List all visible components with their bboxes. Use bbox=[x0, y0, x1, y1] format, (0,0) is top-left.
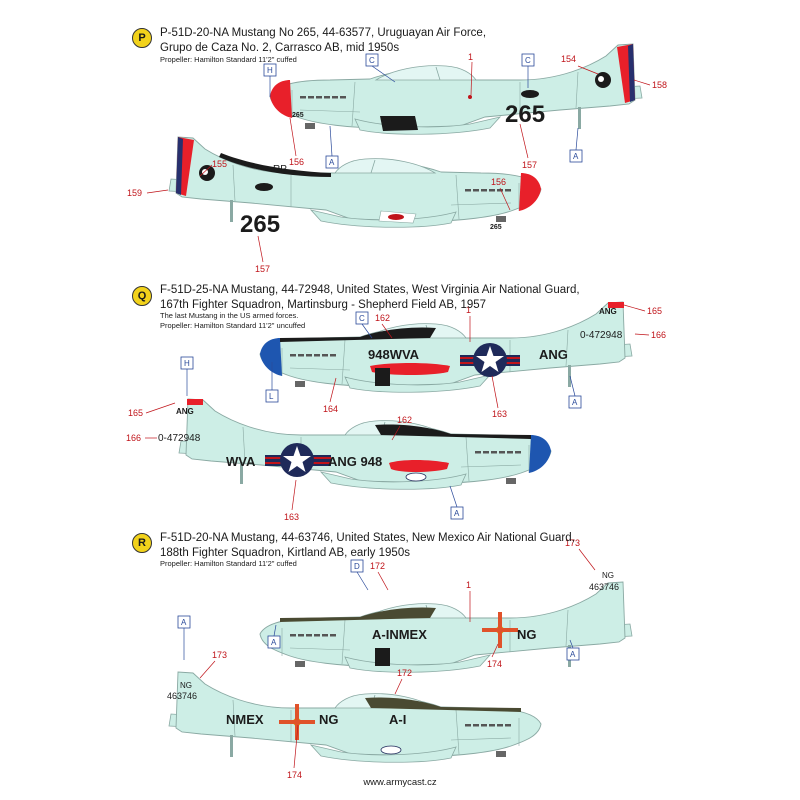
callout-r-174: 174 bbox=[487, 659, 502, 669]
profile-r-title-line1: F-51D-20-NA Mustang, 44-63746, United St… bbox=[160, 532, 575, 544]
callout-q-164: 164 bbox=[323, 404, 338, 414]
profile-r-top-zia bbox=[482, 612, 518, 648]
profile-q-top-tail-code: ANG bbox=[599, 307, 617, 316]
profile-q-top-serial: 0-472948 bbox=[580, 330, 623, 341]
box-p-a2: A bbox=[573, 152, 579, 161]
profile-q-note: The last Mustang in the US armed forces. bbox=[160, 311, 299, 320]
profile-r-sub: Propeller: Hamilton Standard 11'2" cuffe… bbox=[160, 559, 297, 569]
box-r-a2: A bbox=[570, 650, 576, 659]
profile-p-bottom-big-number-label: 265 bbox=[240, 211, 280, 238]
callout-q-165: 165 bbox=[647, 306, 662, 316]
callout-q-166b: 166 bbox=[126, 433, 141, 443]
callout-r-172b: 172 bbox=[397, 668, 412, 678]
profile-p-top-view: 265 265 bbox=[269, 43, 643, 135]
profile-q-top-view bbox=[259, 301, 633, 393]
profile-r-propeller: Propeller: Hamilton Standard 11'2" cuffe… bbox=[160, 559, 297, 568]
profile-q-title-line1: F-51D-25-NA Mustang, 44-72948, United St… bbox=[160, 284, 580, 296]
profile-r-badge: R bbox=[132, 533, 152, 553]
callout-r-172: 172 bbox=[370, 561, 385, 571]
callout-q-1: 1 bbox=[466, 305, 471, 315]
box-q-l: L bbox=[269, 392, 274, 401]
profile-p-top-small-number: 265 bbox=[292, 112, 304, 119]
profile-p-badge: P bbox=[132, 28, 152, 48]
box-p-a1: A bbox=[329, 158, 335, 167]
profile-p-propeller: Propeller: Hamilton Standard 11'2" cuffe… bbox=[160, 55, 297, 64]
callout-q-162b: 162 bbox=[397, 415, 412, 425]
profile-q-title-line2: 167th Fighter Squadron, Martinsburg - Sh… bbox=[160, 298, 487, 311]
profile-q-top-insignia bbox=[460, 343, 520, 377]
profile-q-top-rear-code: ANG bbox=[539, 347, 568, 362]
profile-q-sub: The last Mustang in the US armed forces.… bbox=[160, 311, 305, 331]
profile-q-bottom-code-right: ANG 948 bbox=[328, 454, 382, 469]
callout-q-163b: 163 bbox=[284, 512, 299, 522]
profile-q-bottom-tail-code: ANG bbox=[176, 407, 194, 416]
callout-q-165b: 165 bbox=[128, 408, 143, 418]
box-p-c2: C bbox=[525, 56, 531, 65]
box-q-a: A bbox=[572, 398, 578, 407]
profile-p-bottom-small-number: 265 bbox=[490, 224, 502, 231]
callout-p-1: 1 bbox=[468, 52, 473, 62]
profile-p-bottom-bump bbox=[255, 183, 273, 191]
callout-p-159: 159 bbox=[127, 188, 142, 198]
profile-r-title-line2: 188th Fighter Squadron, Kirtland AB, ear… bbox=[160, 546, 410, 559]
box-p-h: H bbox=[267, 66, 273, 75]
profile-p-bottom-fin-label: RP bbox=[273, 164, 287, 175]
profile-r-top-tail-code: NG bbox=[602, 571, 614, 580]
box-r-a-b: A bbox=[181, 618, 187, 627]
profile-p-title-line2: Grupo de Caza No. 2, Carrasco AB, mid 19… bbox=[160, 41, 400, 54]
callout-p-158: 158 bbox=[652, 80, 667, 90]
callout-r-173b: 173 bbox=[212, 650, 227, 660]
callout-q-163: 163 bbox=[492, 409, 507, 419]
footer-url: www.armycast.cz bbox=[363, 777, 437, 788]
profile-p-title: P-51D-20-NA Mustang No 265, 44-63577, Ur… bbox=[160, 26, 486, 55]
callout-p-157: 157 bbox=[522, 160, 537, 170]
profile-q-top-fuselage-code: 948WVA bbox=[368, 347, 420, 362]
callout-p-156b: 156 bbox=[491, 177, 506, 187]
profile-r-bottom-code-left: NMEX bbox=[226, 712, 264, 727]
box-r-a1: A bbox=[271, 638, 277, 647]
box-p-c1: C bbox=[369, 56, 375, 65]
profile-r-title: F-51D-20-NA Mustang, 44-63746, United St… bbox=[160, 531, 575, 560]
box-r-d: D bbox=[354, 562, 360, 571]
callout-p-155: 155 bbox=[212, 159, 227, 169]
callout-r-1: 1 bbox=[466, 580, 471, 590]
callout-q-166: 166 bbox=[651, 330, 666, 340]
profile-r-top-view bbox=[259, 581, 633, 673]
callout-p-154: 154 bbox=[561, 54, 576, 64]
profile-r-bottom-tail-code: NG bbox=[180, 681, 192, 690]
profile-p-sub: Propeller: Hamilton Standard 11'2" cuffe… bbox=[160, 55, 297, 65]
profile-r-top-serial: 463746 bbox=[589, 582, 619, 592]
profile-q-title: F-51D-25-NA Mustang, 44-72948, United St… bbox=[160, 283, 580, 312]
profile-p-top-big-number: 265 bbox=[505, 101, 545, 128]
callout-p-156: 156 bbox=[289, 157, 304, 167]
profile-q-badge: Q bbox=[132, 286, 152, 306]
callout-q-162: 162 bbox=[375, 313, 390, 323]
callout-p-157b: 157 bbox=[255, 264, 270, 274]
profile-q-bottom-serial: 0-472948 bbox=[158, 433, 201, 444]
profile-r-top-rear-code: NG bbox=[517, 627, 537, 642]
profile-q-propeller: Propeller: Hamilton Standard 11'2" uncuf… bbox=[160, 321, 306, 330]
callout-r-173: 173 bbox=[565, 538, 580, 548]
profile-q-bottom-view bbox=[178, 398, 552, 490]
box-q-a-b: A bbox=[454, 509, 460, 518]
callout-r-174b: 174 bbox=[287, 770, 302, 780]
profile-p-title-line1: P-51D-20-NA Mustang No 265, 44-63577, Ur… bbox=[160, 27, 487, 39]
profile-q-bottom-code-left: WVA bbox=[226, 454, 256, 469]
profile-r-bottom-serial: 463746 bbox=[167, 691, 197, 701]
profile-r-bottom-code-mid: NG bbox=[319, 712, 339, 727]
profile-r-bottom-code-right: A-I bbox=[389, 712, 406, 727]
profile-r-top-fuselage-code: A-INMEX bbox=[372, 627, 427, 642]
profile-r-bottom-view bbox=[168, 671, 542, 763]
box-q-c: C bbox=[359, 314, 365, 323]
profile-p-bottom-view bbox=[168, 136, 542, 273]
box-q-h: H bbox=[184, 359, 190, 368]
